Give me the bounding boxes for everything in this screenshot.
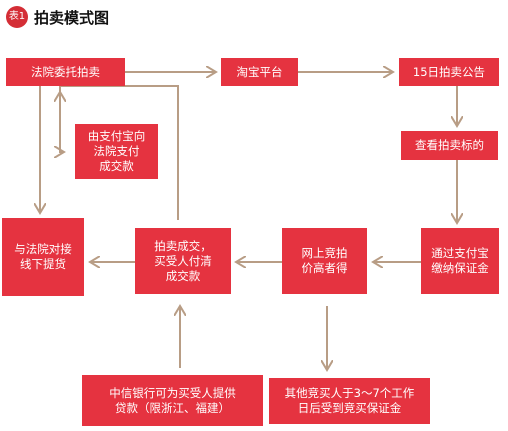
node-taobao-platform: 淘宝平台 bbox=[221, 58, 298, 86]
node-pay-deposit: 通过支付宝 缴纳保证金 bbox=[421, 228, 499, 294]
node-pickup: 与法院对接 线下提货 bbox=[2, 218, 84, 296]
node-citic-loan: 中信银行可为买受人提供 贷款（限浙江、福建） bbox=[82, 375, 263, 426]
node-others-refund: 其他竞买人于3～7个工作 日后受到竞买保证金 bbox=[269, 378, 430, 424]
node-highest-bid: 网上竞拍 价高者得 bbox=[282, 228, 367, 294]
node-court-entrust: 法院委托拍卖 bbox=[6, 58, 125, 86]
figure-header: 表1 拍卖模式图 bbox=[6, 4, 109, 30]
arrow-deal-to-court bbox=[60, 85, 179, 220]
node-announce: 15日拍卖公告 bbox=[399, 58, 499, 86]
figure-title: 拍卖模式图 bbox=[34, 8, 110, 27]
table-badge: 表1 bbox=[6, 6, 28, 28]
node-alipay-to-court: 由支付宝向 法院支付 成交款 bbox=[75, 124, 158, 179]
node-deal-pay: 拍卖成交， 买受人付清 成交款 bbox=[135, 228, 231, 294]
node-view-item: 查看拍卖标的 bbox=[401, 131, 498, 160]
